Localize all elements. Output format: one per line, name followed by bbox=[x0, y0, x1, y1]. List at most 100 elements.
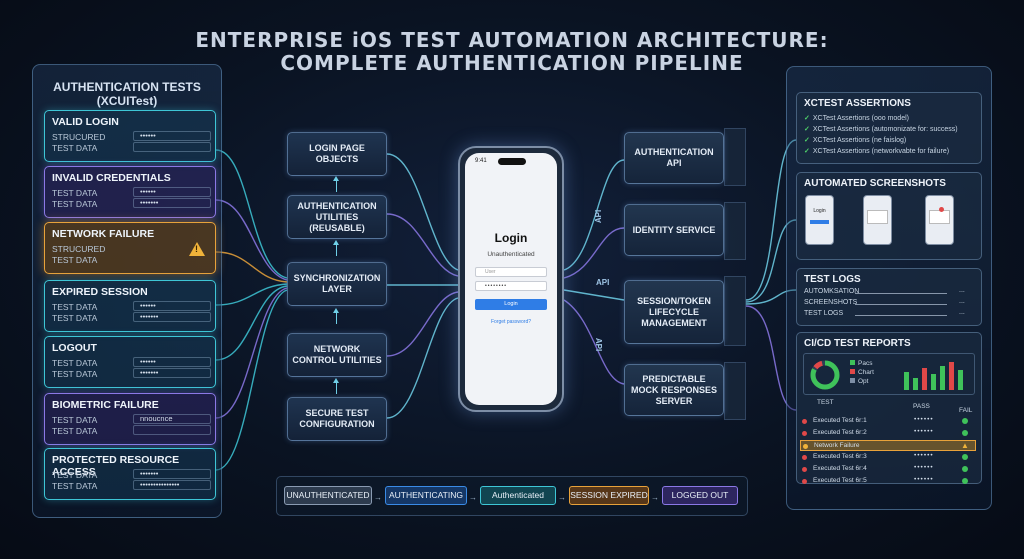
screenshots-heading: AUTOMATED SCREENSHOTS bbox=[804, 178, 946, 189]
status-dot bbox=[802, 431, 807, 436]
test-name: Executed Test 6r:3 bbox=[813, 453, 867, 460]
xctest-assertions-section: XCTEST ASSERTIONS ✓XCTest Assertions (oo… bbox=[796, 92, 982, 164]
test-data-label: TEST DATA bbox=[52, 143, 98, 153]
status-dot bbox=[802, 419, 807, 424]
test-case-title: NETWORK FAILURE bbox=[52, 228, 155, 240]
test-data-label: TEST DATA bbox=[52, 255, 98, 265]
log-line bbox=[855, 315, 947, 316]
test-data-label: STRUCURED bbox=[52, 244, 106, 254]
iphone-mockup: 9:41 Login Unauthenticated User ••••••••… bbox=[458, 146, 564, 412]
wire-left-2 bbox=[215, 199, 288, 281]
log-line bbox=[855, 304, 947, 305]
login-button[interactable]: Login bbox=[475, 299, 547, 310]
test-data-label: TEST DATA bbox=[52, 415, 98, 425]
col-fail: FAIL bbox=[959, 407, 973, 414]
session-token-lifecycle-box: SESSION/TOKEN LIFECYCLE MANAGEMENT bbox=[624, 280, 724, 344]
pass-check-icon bbox=[962, 418, 968, 424]
report-row[interactable]: Executed Test 6r:1 •••••• bbox=[800, 416, 976, 427]
api-label-3: API bbox=[594, 337, 604, 352]
report-row[interactable]: Executed Test 6r:2 •••••• bbox=[800, 428, 976, 439]
screenshot-thumbnail[interactable]: Login bbox=[805, 195, 834, 245]
test-data-label: TEST DATA bbox=[52, 188, 98, 198]
flow-arrow: → bbox=[651, 493, 659, 502]
test-data-label: STRUCURED bbox=[52, 132, 106, 142]
pass-value: •••••• bbox=[914, 428, 934, 435]
test-case-title: INVALID CREDENTIALS bbox=[52, 172, 171, 184]
legend-item: Chart bbox=[850, 369, 874, 376]
test-logs-section: TEST LOGS AUTOMKSATION ... SCREENSHOTS .… bbox=[796, 268, 982, 326]
screenshot-thumbnail[interactable] bbox=[925, 195, 954, 245]
authentication-api-box: AUTHENTICATION API bbox=[624, 132, 724, 184]
mock-responses-server-box: PREDICTABLE MOCK RESPONSES SERVER bbox=[624, 364, 724, 416]
screenshot-thumbnail[interactable] bbox=[863, 195, 892, 245]
network-control-utilities-box: NETWORK CONTROL UTILITIES bbox=[287, 333, 387, 377]
state-authenticated: Authenticated bbox=[480, 486, 556, 505]
login-screen-title: Login bbox=[494, 231, 528, 245]
check-icon: ✓ bbox=[804, 126, 810, 133]
pass-value: •••••• bbox=[914, 416, 934, 423]
report-row[interactable]: Network Failure▲ bbox=[800, 440, 976, 451]
test-data-label: TEST DATA bbox=[52, 426, 98, 436]
test-data-label: TEST DATA bbox=[52, 313, 98, 323]
state-authenticating: AUTHENTICATING bbox=[385, 486, 467, 505]
api-label-1: API bbox=[594, 209, 604, 224]
assertion-row: ✓XCTest Assertions (ne faislog) bbox=[804, 137, 907, 144]
log-dots: ... bbox=[959, 309, 965, 316]
server-rack bbox=[724, 276, 746, 346]
test-name: Executed Test 6r:1 bbox=[813, 417, 867, 424]
report-row[interactable]: Executed Test 6r:4•••••• bbox=[800, 464, 976, 475]
report-row[interactable]: Executed Test 6r:5•••••• bbox=[800, 476, 976, 487]
status-bar-clock: 9:41 bbox=[475, 158, 487, 164]
flow-arrow: → bbox=[374, 493, 382, 502]
assertion-row: ✓XCTest Assertions (ooo model) bbox=[804, 115, 909, 122]
pass-value: •••••• bbox=[914, 476, 934, 483]
test-case-title: BIOMETRIC FAILURE bbox=[52, 399, 159, 411]
log-dots: ... bbox=[959, 287, 965, 294]
wire-right-1 bbox=[745, 139, 797, 301]
warning-icon: ! bbox=[189, 242, 205, 256]
test-name: Executed Test 6r:4 bbox=[813, 465, 867, 472]
wire-left-7 bbox=[215, 289, 288, 471]
mini-bar-chart bbox=[904, 362, 963, 390]
test-data-field: •••••• bbox=[133, 131, 211, 141]
wire-mid-2 bbox=[386, 213, 459, 277]
logs-heading: TEST LOGS bbox=[804, 274, 861, 285]
test-data-field bbox=[133, 425, 211, 435]
check-icon: ✓ bbox=[804, 115, 810, 122]
pass-check-icon bbox=[962, 466, 968, 472]
wire-mid-1 bbox=[386, 153, 459, 271]
authentication-utilities-box: AUTHENTICATION UTILITIES (REUSABLE) bbox=[287, 195, 387, 239]
wire-mid-5 bbox=[386, 297, 459, 419]
legend-item: Pacs bbox=[850, 360, 872, 367]
arrow-up-3 bbox=[333, 308, 339, 324]
test-case-title: PROTECTED RESOURCE ACCESS bbox=[52, 454, 180, 478]
test-case-title: EXPIRED SESSION bbox=[52, 286, 148, 298]
synchronization-layer-box: SYNCHRONIZATION LAYER bbox=[287, 262, 387, 306]
test-data-field: •••••• bbox=[133, 357, 211, 367]
status-dot bbox=[802, 479, 807, 484]
test-name: Executed Test 6r:2 bbox=[813, 429, 867, 436]
pass-value: •••••• bbox=[914, 452, 934, 459]
test-data-field: •••••• bbox=[133, 187, 211, 197]
legend-item: Opt bbox=[850, 378, 868, 385]
wire-right-2 bbox=[745, 219, 797, 303]
pass-check-icon bbox=[962, 478, 968, 484]
report-row[interactable]: Executed Test 6r:3 •••••• bbox=[800, 452, 976, 463]
wire-right-3 bbox=[745, 289, 797, 305]
wire-right-4 bbox=[745, 305, 797, 411]
log-line bbox=[855, 293, 947, 294]
assertion-row: ✓XCTest Assertions (networkvabte for fai… bbox=[804, 148, 950, 155]
automated-screenshots-section: AUTOMATED SCREENSHOTS Login bbox=[796, 172, 982, 260]
forgot-password-link[interactable]: Forget password? bbox=[490, 319, 532, 325]
username-field[interactable]: User bbox=[475, 267, 547, 277]
password-field[interactable]: •••••••• bbox=[475, 281, 547, 291]
col-pass: PASS bbox=[913, 403, 930, 410]
